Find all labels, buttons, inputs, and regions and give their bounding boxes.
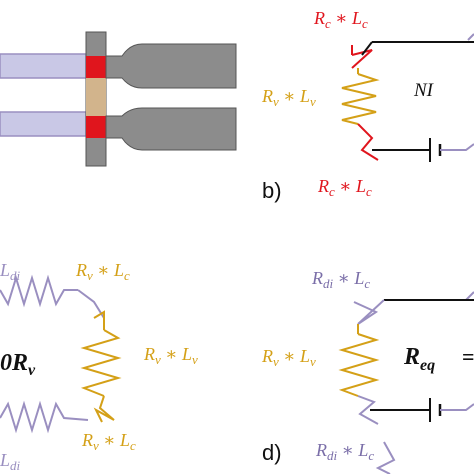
label-ldi-top: Ldi (0, 260, 21, 283)
bottom-right-wire (440, 143, 474, 151)
middle-tan-block (86, 78, 106, 116)
label-ldi-bottom: Ldi (0, 450, 21, 473)
panel-d-circuit: Rdi ∗ Lc Rv ∗ Lv Req = d) Rdi ∗ Lc (261, 268, 474, 474)
bottom-right-wire-d (440, 403, 474, 411)
svg-text:=: = (462, 344, 474, 369)
label-req: Req (403, 344, 435, 374)
panel-b-circuit: Rc ∗ Lc Rv ∗ Lv NI b) Rc ∗ Lc (261, 8, 474, 203)
lower-contact-red (86, 116, 106, 138)
lower-bar (0, 111, 87, 137)
diode-resistor-bottom-d (357, 395, 379, 425)
contact-resistor-bottom-c (93, 395, 115, 423)
label-rv-lc-top: Rv ∗ Lc (75, 260, 130, 283)
contact-resistor-top-c (93, 310, 105, 330)
upper-bar (0, 53, 87, 79)
volume-resistor-c (80, 329, 122, 397)
label-rdi-lc-top: Rdi ∗ Lc (311, 268, 370, 291)
label-rv-lv: Rv ∗ Lv (261, 86, 316, 109)
label-ni: NI (413, 80, 435, 101)
upper-flange (105, 43, 237, 89)
label-rdi-lc-bottom: Rdi ∗ Lc (315, 440, 374, 463)
diode-resistor-top-d (353, 299, 385, 325)
diode-resistor-top (0, 274, 78, 308)
volume-resistor (341, 73, 380, 125)
label-rv-lc-bottom: Rv ∗ Lc (81, 430, 136, 453)
diode-resistor-bottom (0, 400, 89, 434)
lower-flange (105, 107, 237, 151)
label-rv-lv-d: Rv ∗ Lv (261, 346, 316, 369)
contact-resistor-bottom (357, 123, 379, 161)
contact-resistor-top (351, 49, 373, 69)
panel-d-tag: d) (262, 440, 282, 465)
upper-contact-red (86, 56, 106, 78)
label-0rv: 0Rv (0, 350, 36, 379)
label-rv-lv-c: Rv ∗ Lv (143, 344, 198, 367)
label-rc-lc-top: Rc ∗ Lc (313, 8, 368, 31)
structure-drawing (0, 31, 237, 167)
panel-c-circuit: Ldi Rv ∗ Lc Rv ∗ Lv 0Rv Rv ∗ Lc Ldi (0, 260, 198, 473)
label-rc-lc-bottom: Rc ∗ Lc (317, 176, 372, 199)
volume-resistor-d (338, 333, 380, 397)
panel-b-tag: b) (262, 178, 282, 203)
